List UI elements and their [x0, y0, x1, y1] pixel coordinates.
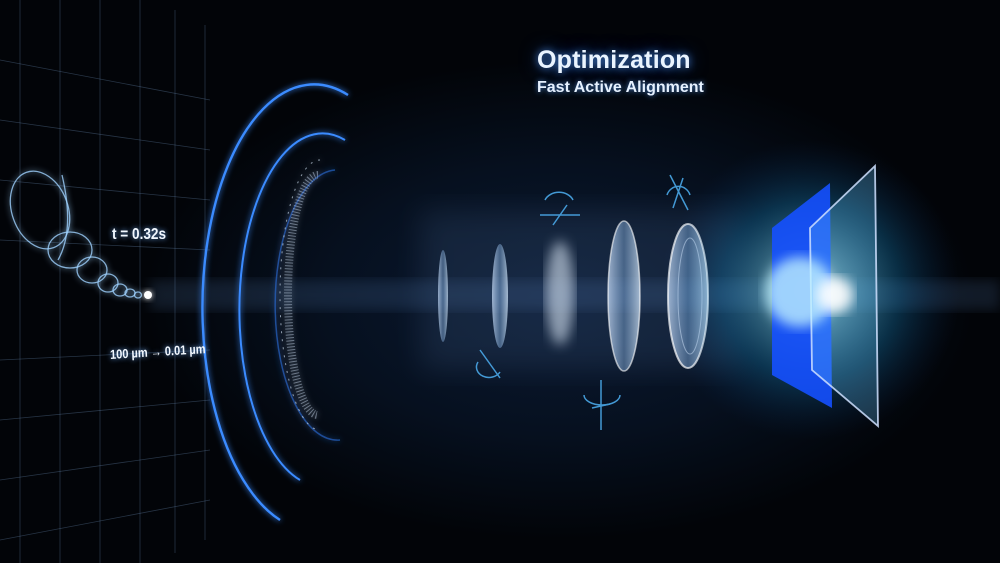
- lens-3: [546, 241, 574, 345]
- rotate-icon-top: [540, 191, 580, 226]
- aperture-rings: [201, 83, 349, 522]
- page-subtitle: Fast Active Alignment: [537, 79, 704, 96]
- lens-1: [438, 250, 448, 342]
- rotate-icon-bottom: [583, 380, 621, 430]
- lens-2: [492, 244, 508, 348]
- image-sensor: [660, 140, 960, 440]
- spiral-trajectory: [9, 170, 143, 299]
- page-title: Optimization: [537, 46, 691, 74]
- rotate-icon-lower-left: [475, 349, 501, 379]
- rotate-icon-top-right: [666, 174, 691, 211]
- rotation-axis-icons: [475, 174, 691, 430]
- time-annotation: t = 0.32s: [112, 226, 167, 243]
- lens-4: [608, 221, 640, 371]
